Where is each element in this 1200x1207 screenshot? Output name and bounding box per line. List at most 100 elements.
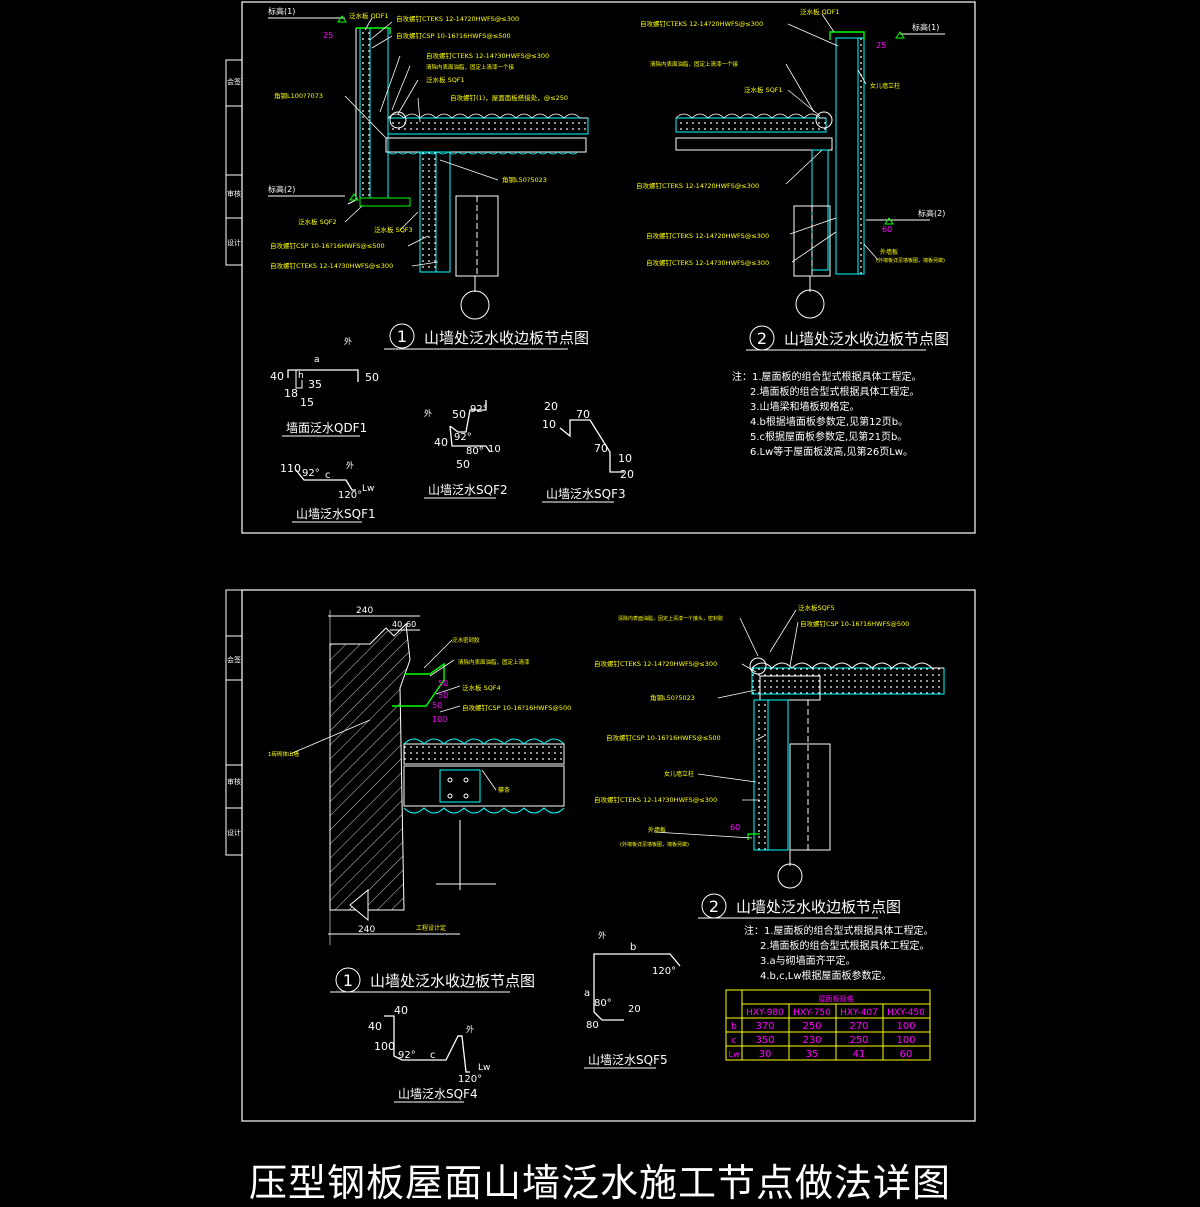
u1-sqf1: 泛水板 SQF1 xyxy=(426,75,465,84)
qdf1-dim-18: 18 xyxy=(284,387,298,400)
lower-detail1-title: 1 山墙处泛水收边板节点图 xyxy=(330,967,535,993)
u-note-4: 4.b根据墙面板参数定,见第12页b。 xyxy=(750,415,908,428)
l1-purlin: 檩条 xyxy=(498,786,510,794)
sqf5-dim-80: 80 xyxy=(586,1020,599,1031)
profile-qdf1: a 40 h 35 50 18 15 外 墙面泛水QDF1 xyxy=(270,336,379,437)
l1-d100: 100 xyxy=(432,715,447,724)
table-row-c-label: c xyxy=(732,1036,737,1046)
sqf2-angle-80: 80° xyxy=(466,446,484,457)
lower-detail2-title: 2 山墙处泛水收边板节点图 xyxy=(698,893,901,919)
lower-sheet: 会签 审核 设计 240 40 60 240 工程设计定 xyxy=(225,589,976,1122)
sqf5-dim-20: 20 xyxy=(628,1004,641,1015)
l1-csp: 自攻螺钉CSP 10-16?16HWFS@500 xyxy=(462,703,571,712)
l1-wall: 1砖砌体山墙 xyxy=(268,750,299,758)
l2-outer: 外墙板 xyxy=(648,826,666,834)
l1-d50c: 50 xyxy=(432,701,442,710)
l2-cteks2: 自攻螺钉CTEKS 12-14?30HWFS@≤300 xyxy=(594,795,717,804)
table-row-b-2: 250 xyxy=(802,1021,821,1032)
l2-cteks1: 自攻螺钉CTEKS 12-14?20HWFS@≤300 xyxy=(594,659,717,668)
l2-outer-note: (外墙板详见墙板图，墙板另做) xyxy=(620,841,689,848)
l2-angle: 角钢L50?5023 xyxy=(650,693,695,702)
lower-tab-2: 审核 xyxy=(227,777,241,786)
upper-tab-2: 审核 xyxy=(227,189,241,198)
u1-csp1: 自攻螺钉CSP 10-16?16HWFS@≤500 xyxy=(396,31,511,40)
sqf2-angle-92a: 92° xyxy=(470,404,488,415)
upper-sheet: 会签 审核 设计 标高(1) 25 标高(2) xyxy=(225,1,976,534)
l2-csp2: 自攻螺钉CSP 10-16?16HWFS@≤500 xyxy=(606,733,721,742)
l1-d240b: 240 xyxy=(358,925,375,935)
sqf3-dim-10a: 10 xyxy=(542,418,556,431)
sqf1-dim-110: 110 xyxy=(280,462,301,475)
sqf5-angle-120: 120° xyxy=(652,966,676,977)
sqf1-angle-120: 120° xyxy=(338,490,362,501)
qdf1-dim-50: 50 xyxy=(365,371,379,384)
table-row-b-4: 100 xyxy=(896,1021,915,1032)
u-note-3: 3.山墙梁和墙板规格定。 xyxy=(750,400,860,413)
qdf1-dim-15: 15 xyxy=(300,396,314,409)
l1-d40: 40 xyxy=(392,620,402,629)
upper-tab-3: 设计 xyxy=(227,238,241,247)
table-row-lw-4: 60 xyxy=(900,1049,913,1060)
l1-sqf4: 泛水板 SQF4 xyxy=(462,683,501,692)
l1-d60: 60 xyxy=(406,620,416,629)
table-row-lw-3: 41 xyxy=(853,1049,866,1060)
lower-detail1-drawing: 240 40 60 240 工程设计定 xyxy=(268,606,571,945)
sqf3-dim-20a: 20 xyxy=(544,400,558,413)
sqf3-dim-70a: 70 xyxy=(576,408,590,421)
sqf5-angle-80: 80° xyxy=(594,998,612,1009)
u2-parapet: 女儿墙立柱 xyxy=(870,82,900,90)
table-h4: HXY-450 xyxy=(887,1008,925,1018)
sqf3-dim-70b: 70 xyxy=(594,442,608,455)
u2-outer: 外墙板 xyxy=(880,248,898,256)
l1-clean: 清除内表面油脂，固定上清漆 xyxy=(458,658,530,666)
l2-parapet: 女儿墙立柱 xyxy=(664,770,694,778)
sqf4-dim-40a: 40 xyxy=(368,1020,382,1033)
l1-d50a: 50 xyxy=(438,679,448,688)
table-row-c-3: 250 xyxy=(849,1035,868,1046)
u-note-5: 5.c根据屋面板参数定,见第21页b。 xyxy=(750,430,907,443)
table-row-lw-2: 35 xyxy=(806,1049,819,1060)
sqf1-outside: 外 xyxy=(346,460,354,470)
l-note-1: 注：1.屋面板的组合型式根据具体工程定。 xyxy=(744,924,934,937)
sqf2-angle-92b: 92° xyxy=(454,432,472,443)
u2-title: 山墙处泛水收边板节点图 xyxy=(784,330,949,348)
sqf2-dim-50b: 50 xyxy=(456,458,470,471)
table-row-b-1: 370 xyxy=(755,1021,774,1032)
table-h1: HXY-980 xyxy=(746,1008,784,1018)
u2-elev2: 标高(2) xyxy=(918,208,945,218)
u-note-1: 注：1.屋面板的组合型式根据具体工程定。 xyxy=(732,370,922,383)
u1-num: 1 xyxy=(397,327,407,346)
table-row-c-1: 350 xyxy=(755,1035,774,1046)
table-row-b-label: b xyxy=(731,1022,737,1032)
profile-sqf4: 40 40 100 92° c 外 Lw 120° 山墙泛水SQF4 xyxy=(368,1004,490,1103)
sqf3-dim-20b: 20 xyxy=(620,468,634,481)
l2-sqf5: 泛水板SQF5 xyxy=(798,603,835,612)
qdf1-outside: 外 xyxy=(344,336,352,346)
u1-angle: 角钢L100?7073 xyxy=(274,91,323,100)
sqf3-dim-10b: 10 xyxy=(618,452,632,465)
sqf5-dim-a: a xyxy=(584,988,590,999)
u1-sqf3: 泛水板 SQF3 xyxy=(374,225,413,234)
u2-qdf1: 泛水板 QDF1 xyxy=(800,7,840,16)
upper-detail2-drawing: 标高(1) 25 标高(2) 60 xyxy=(636,7,945,319)
table-row-c-4: 100 xyxy=(896,1035,915,1046)
table-row-b-3: 270 xyxy=(849,1021,868,1032)
lower-side-strip xyxy=(225,589,243,856)
u2-dim60: 60 xyxy=(882,225,892,234)
u1-title: 山墙处泛水收边板节点图 xyxy=(424,329,589,347)
profile-sqf1: 110 92° c 外 120° Lw 山墙泛水SQF1 xyxy=(280,460,376,523)
u1-cteks3: 自攻螺钉CTEKS 12-14?30HWFS@≤300 xyxy=(270,261,393,270)
lower-tab-1: 会签 xyxy=(227,655,241,664)
qdf1-title: 墙面泛水QDF1 xyxy=(286,421,367,435)
sqf3-title: 山墙泛水SQF3 xyxy=(546,487,626,501)
table-h3: HXY-407 xyxy=(840,1008,878,1018)
sqf4-angle-120: 120° xyxy=(458,1074,482,1085)
upper-side-strip xyxy=(225,59,243,266)
table-row-lw-label: Lw xyxy=(729,1050,740,1059)
u1-dim25: 25 xyxy=(323,31,333,40)
l-note-4: 4.b,c,Lw根据屋面板参数定。 xyxy=(760,969,892,982)
qdf1-dim-35: 35 xyxy=(308,378,322,391)
qdf1-dim-40: 40 xyxy=(270,370,284,383)
u1-csp2: 自攻螺钉CSP 10-16?16HWFS@≤500 xyxy=(270,241,385,250)
